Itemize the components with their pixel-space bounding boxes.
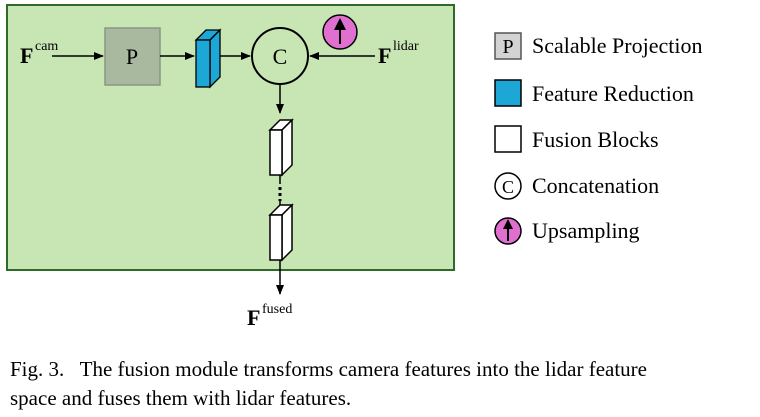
legend-concat-swatch (494, 172, 522, 200)
fusion-module-background (6, 4, 455, 271)
legend-upsampling-label: Upsampling (532, 218, 640, 243)
projection-block (104, 27, 161, 86)
camera-feature-superscript: cam (35, 39, 58, 54)
legend-fusion-label: Fusion Blocks (532, 127, 659, 152)
lidar-feature-superscript: lidar (393, 39, 419, 54)
legend-concat-letter: C (502, 177, 514, 197)
fusion-block-1 (268, 118, 294, 177)
legend-fusion-swatch (494, 125, 522, 153)
upsampling-icon (322, 14, 358, 50)
fusion-block-2 (268, 203, 294, 262)
legend-reduction-label: Feature Reduction (532, 81, 694, 106)
feature-reduction-block (194, 28, 222, 89)
legend-projection-swatch (494, 32, 522, 60)
projection-letter: P (126, 44, 138, 69)
lidar-feature-label: F (378, 43, 391, 68)
caption-line-1: The fusion module transforms camera feat… (79, 357, 647, 381)
legend-projection-letter: P (502, 36, 513, 58)
caption-prefix: Fig. 3. (10, 357, 65, 381)
concatenation-letter: C (273, 44, 288, 69)
legend-projection-label: Scalable Projection (532, 33, 702, 58)
caption-line-2: space and fuses them with lidar features… (10, 386, 352, 410)
legend: P Scalable Projection Feature Reduction … (494, 32, 702, 245)
legend-upsampling-icon (494, 217, 522, 245)
fused-feature-superscript: fused (262, 302, 292, 317)
legend-concat-label: Concatenation (532, 173, 659, 198)
fusion-module-diagram: F cam P C F lidar F fused (6, 4, 702, 330)
camera-feature-label: F (20, 43, 33, 68)
legend-reduction-swatch (494, 79, 522, 107)
fused-feature-label: F (247, 305, 260, 330)
figure-caption: Fig. 3. The fusion module transforms cam… (10, 355, 755, 413)
